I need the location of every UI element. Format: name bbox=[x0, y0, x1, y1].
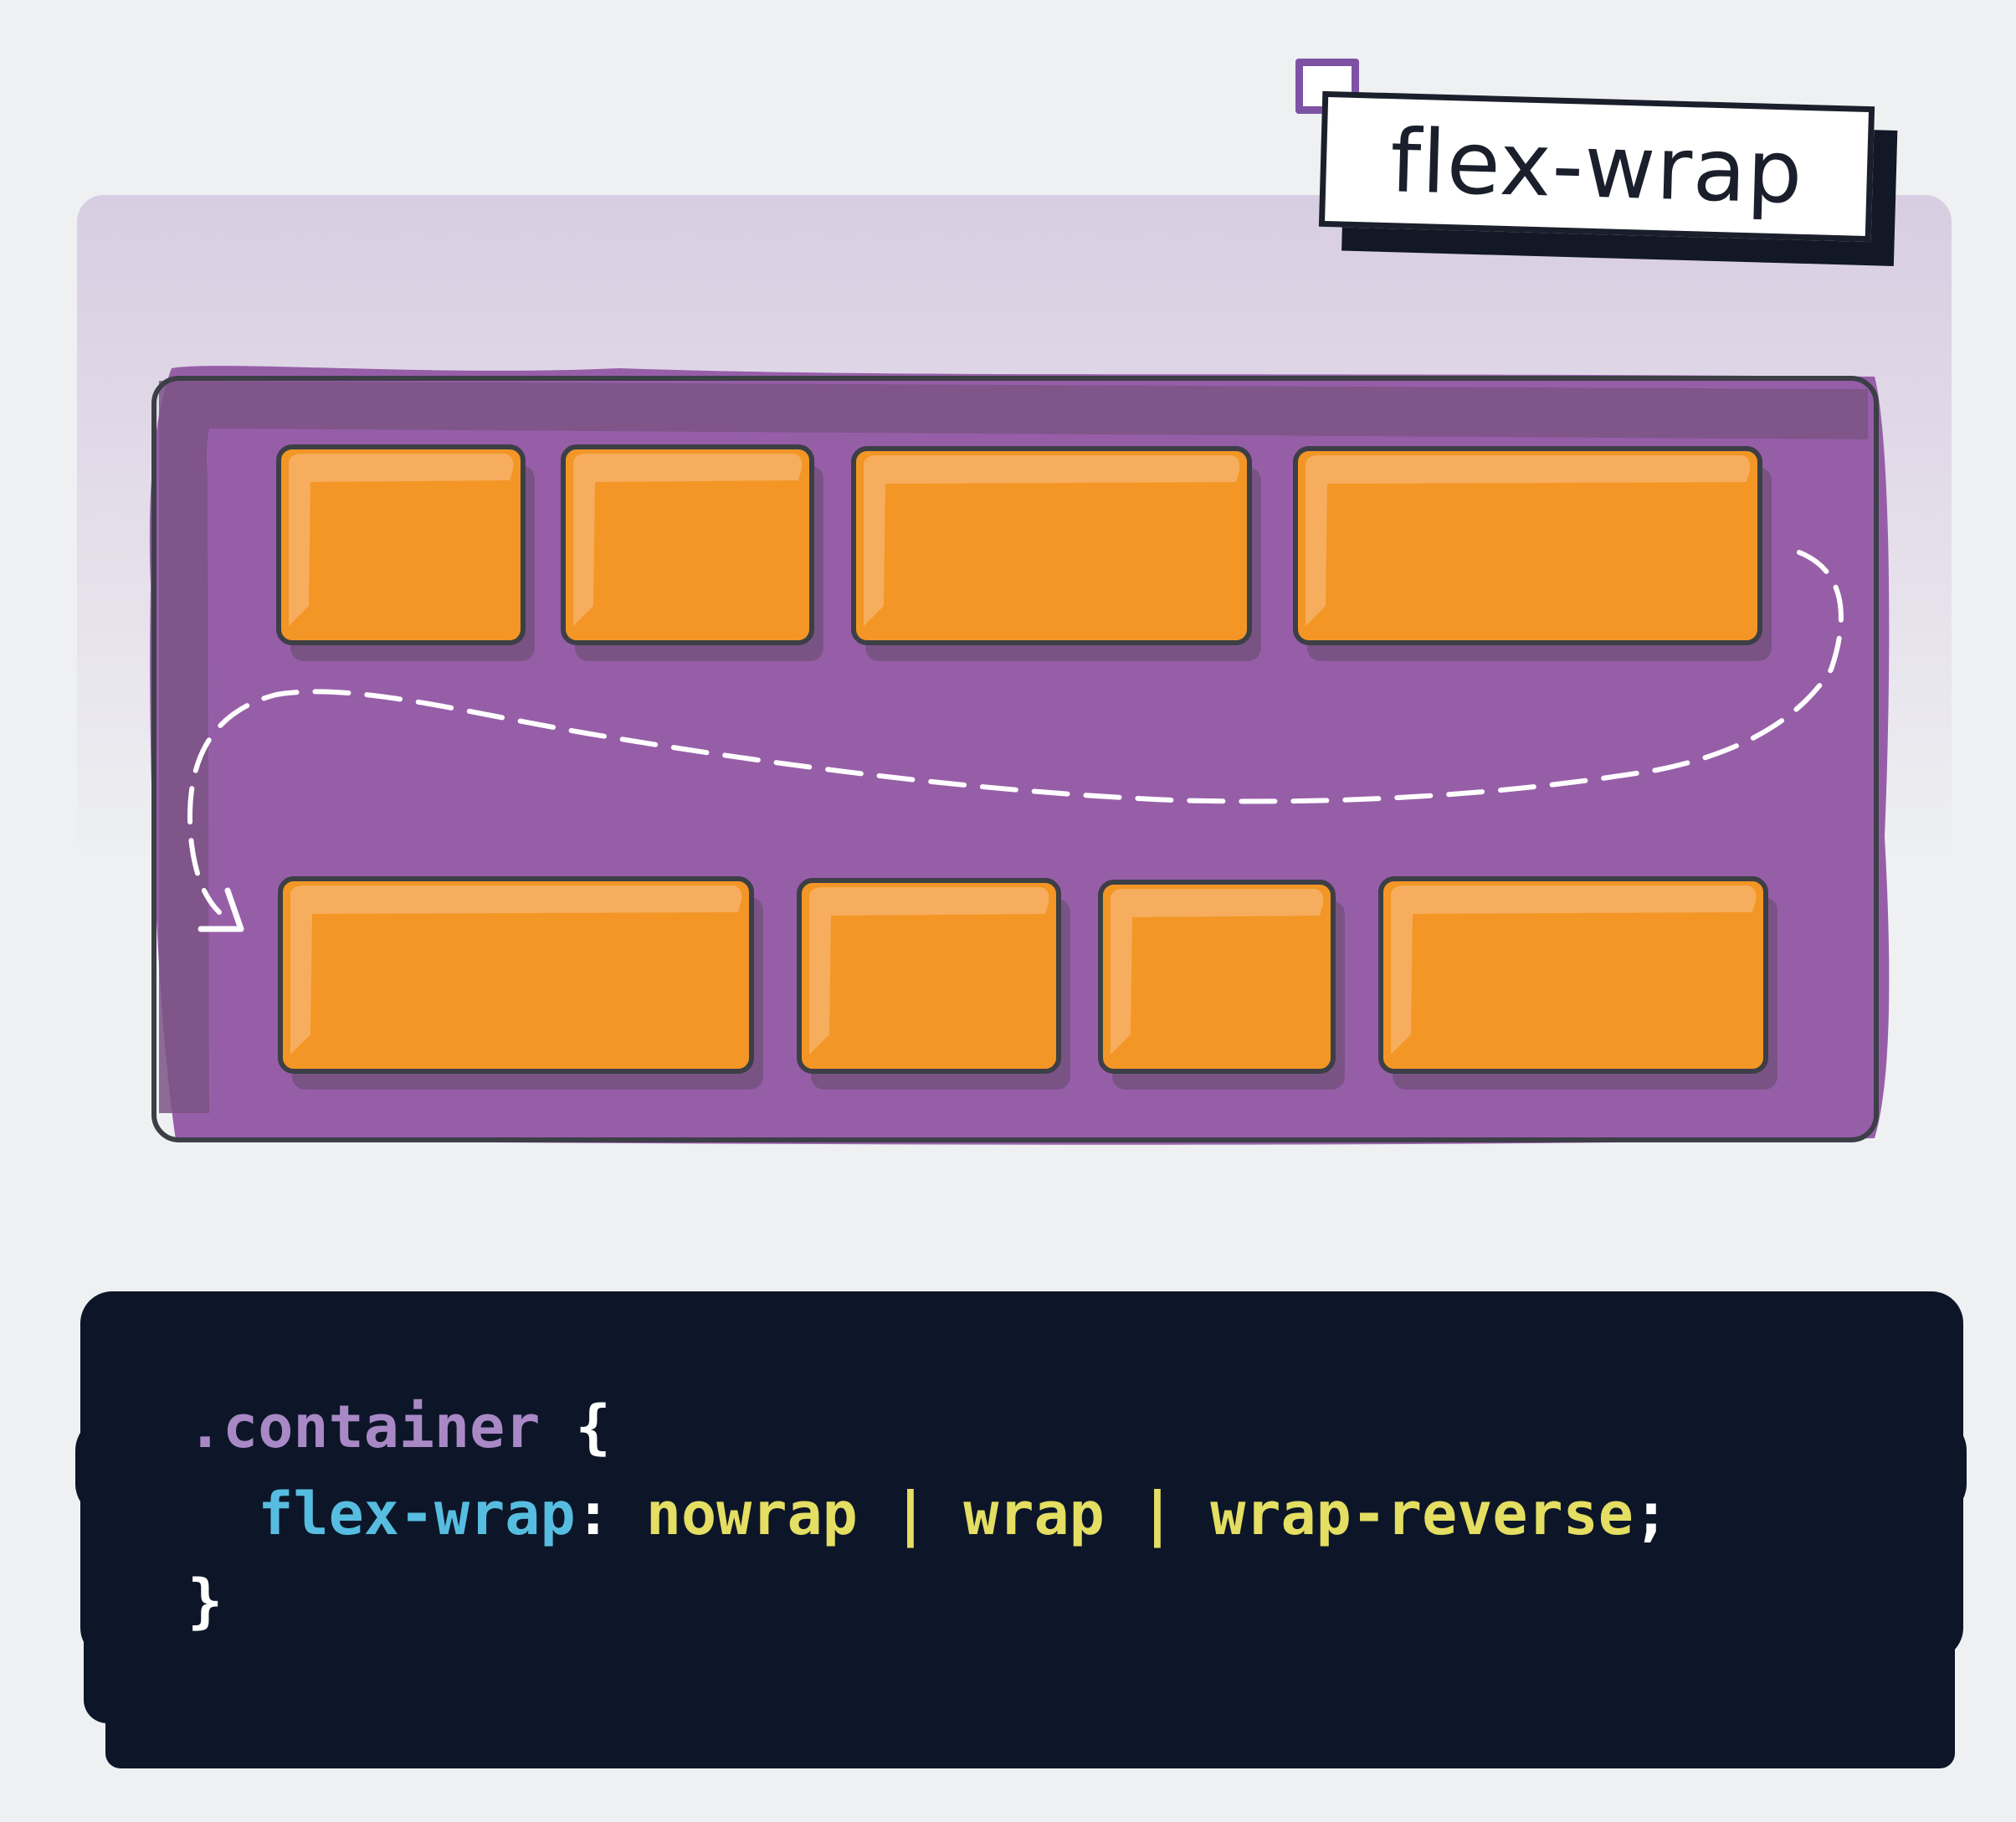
flex-item-highlight bbox=[1306, 455, 1751, 626]
code-open-brace: { bbox=[540, 1393, 611, 1461]
flex-item-row-2-1 bbox=[278, 876, 763, 1090]
flex-item-row-1-2 bbox=[561, 444, 823, 661]
flex-item-box bbox=[797, 878, 1061, 1074]
flex-item-box bbox=[278, 876, 754, 1074]
flex-item-highlight bbox=[573, 454, 803, 626]
flex-container-diagram bbox=[149, 366, 1890, 1145]
code-line-3: } bbox=[187, 1558, 1669, 1645]
code-separator-2: | bbox=[1104, 1480, 1211, 1548]
flex-item-highlight bbox=[1391, 885, 1757, 1055]
title: flex-wrap bbox=[1388, 110, 1805, 223]
wrap-arrow-path bbox=[187, 550, 1844, 915]
title-tag: flex-wrap bbox=[1318, 90, 1875, 243]
flex-item-box bbox=[276, 444, 526, 645]
code-value-nowrap: nowrap bbox=[645, 1480, 858, 1548]
wrap-arrowhead bbox=[197, 887, 244, 932]
code-block: .container { flex-wrap: nowrap | wrap | … bbox=[75, 1291, 1967, 1660]
flex-item-row-1-4 bbox=[1293, 446, 1772, 661]
code-separator-1: | bbox=[857, 1480, 964, 1548]
flex-item-highlight bbox=[289, 454, 514, 626]
flex-item-row-1-3 bbox=[851, 446, 1261, 661]
flex-item-row-2-4 bbox=[1378, 876, 1777, 1090]
flex-item-box bbox=[851, 446, 1252, 645]
container-border bbox=[151, 376, 1879, 1142]
code-line-2: flex-wrap: nowrap | wrap | wrap-reverse; bbox=[187, 1470, 1669, 1558]
code-property: flex-wrap bbox=[258, 1480, 576, 1548]
flex-items bbox=[276, 444, 1777, 1090]
code-selector: .container bbox=[187, 1393, 541, 1461]
flex-item-highlight bbox=[1111, 889, 1324, 1055]
code-colon: : bbox=[575, 1480, 646, 1548]
code-indent bbox=[187, 1480, 258, 1548]
code-line-1: .container { bbox=[187, 1383, 1669, 1470]
flex-item-highlight bbox=[290, 885, 742, 1055]
flex-item-box bbox=[1098, 880, 1336, 1074]
code-lines: .container { flex-wrap: nowrap | wrap | … bbox=[187, 1383, 1669, 1645]
flex-item-row-1-1 bbox=[276, 444, 535, 661]
flex-item-box bbox=[561, 444, 814, 645]
flex-item-row-2-2 bbox=[797, 878, 1070, 1090]
code-semicolon: ; bbox=[1633, 1480, 1670, 1548]
flex-item-row-2-3 bbox=[1098, 880, 1345, 1090]
code-value-wrap-reverse: wrap-reverse bbox=[1210, 1480, 1634, 1548]
flex-item-box bbox=[1378, 876, 1768, 1074]
flex-item-box bbox=[1293, 446, 1762, 645]
flex-item-highlight bbox=[809, 887, 1049, 1055]
flex-item-highlight bbox=[864, 455, 1240, 626]
code-close-brace: } bbox=[187, 1567, 223, 1635]
code-value-wrap: wrap bbox=[963, 1480, 1105, 1548]
